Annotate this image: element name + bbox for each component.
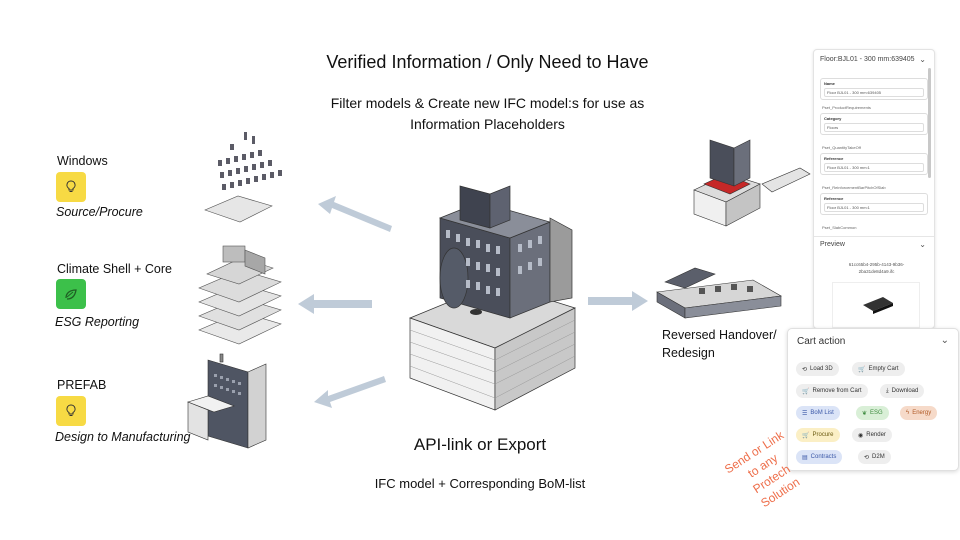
group-title: Pset_QuantityTakeOff — [822, 145, 861, 150]
climate-badge — [56, 279, 86, 309]
esg-button[interactable]: ❦ESG — [856, 406, 889, 420]
api-export-title: API-link or Export — [413, 435, 547, 454]
properties-panel[interactable]: Floor:BJL01 - 300 mm:639405 ⌄ Name Floor… — [813, 49, 935, 329]
render-button[interactable]: ◉Render — [852, 428, 892, 442]
windows-badge — [56, 172, 86, 202]
subtitle-line-2: Information Placeholders — [410, 116, 565, 132]
bom-list-button[interactable]: ☰BoM List — [796, 406, 840, 420]
group-title: Pset_ReinforcementBarPitchOfSlab — [822, 185, 886, 190]
cart-action-title: Cart action — [797, 336, 846, 347]
download-button[interactable]: ⤓Download — [880, 384, 925, 398]
category-field-value: Floors — [824, 123, 924, 132]
panel-divider — [814, 236, 934, 237]
lightbulb-icon — [66, 180, 76, 192]
chevron-down-icon[interactable]: ⌄ — [940, 335, 949, 346]
slab-preview-icon — [863, 297, 893, 314]
subtitle-line-1: Filter models & Create new IFC model:s f… — [330, 95, 645, 111]
document-icon: ▤ — [802, 454, 808, 461]
leaf-icon — [65, 289, 77, 300]
preview-thumbnail[interactable] — [832, 282, 920, 328]
contracts-button[interactable]: ▤Contracts — [796, 450, 843, 464]
group-title: Pset_ProductRequirements — [822, 105, 871, 110]
main-title: Verified Information / Only Need to Have — [326, 52, 649, 72]
load-icon: ⟲ — [864, 454, 870, 461]
category-field-label: Category — [824, 116, 842, 121]
d2m-button[interactable]: ⟲D2M — [858, 450, 891, 464]
subtitle: Filter models & Create new IFC model:s f… — [295, 93, 680, 135]
empty-cart-button[interactable]: 🛒Empty Cart — [852, 362, 905, 376]
arrow-to-prefab — [314, 376, 386, 408]
preview-file-id: 61cc65b4-295b-4143-9b36- 2ba31de8d4a9.if… — [834, 261, 919, 275]
arrow-to-handover — [588, 291, 648, 311]
name-field-label: Name — [824, 81, 835, 86]
panel-scrollbar[interactable] — [928, 68, 931, 178]
reference-field-label: Reference — [824, 156, 844, 161]
arrow-to-windows — [318, 196, 392, 232]
prefab-caption: Design to Manufacturing — [55, 430, 191, 444]
load-3d-button[interactable]: ⟲Load 3D — [796, 362, 839, 376]
prefab-model — [187, 353, 267, 449]
panel-header: Floor:BJL01 - 300 mm:639405 — [820, 56, 915, 63]
chevron-down-icon[interactable]: ⌄ — [919, 55, 926, 64]
download-icon: ⤓ — [886, 387, 889, 394]
handover-building-model — [693, 139, 811, 227]
climate-label: Climate Shell + Core — [57, 262, 172, 276]
redesign-floor-model — [656, 267, 782, 319]
remove-from-cart-button[interactable]: 🛒Remove from Cart — [796, 384, 868, 398]
windows-caption: Source/Procure — [56, 205, 143, 219]
list-icon: ☰ — [802, 410, 808, 417]
procure-button[interactable]: 🛒Procure — [796, 428, 840, 442]
handover-label-line-2: Redesign — [662, 346, 715, 360]
leaf-icon: ❦ — [862, 410, 868, 417]
bolt-icon: ϟ — [906, 410, 910, 416]
load-icon: ⟲ — [802, 366, 808, 373]
prefab-label: PREFAB — [57, 378, 107, 392]
handover-label: Reversed Handover/ Redesign — [662, 326, 777, 362]
reference-field-label: Reference — [824, 196, 844, 201]
climate-shell-model — [198, 245, 282, 345]
cart-action-panel: Cart action ⌄ ⟲Load 3D 🛒Empty Cart 🛒Remo… — [787, 328, 959, 471]
group-title: Pset_SlabCommon — [822, 225, 857, 230]
windows-label: Windows — [57, 154, 108, 168]
reference-field[interactable]: Reference Floor BJL01 - 300 mm:1 — [820, 153, 928, 175]
handover-label-line-1: Reversed Handover/ — [662, 328, 777, 342]
chevron-down-icon[interactable]: ⌄ — [919, 240, 926, 249]
preview-id-line-1: 61cc65b4-295b-4143-9b36- — [848, 262, 905, 267]
name-field-value: Floor BJL01 - 300 mm:639405 — [824, 88, 924, 97]
cart-icon: 🛒 — [802, 432, 810, 439]
arrow-to-climate — [298, 294, 372, 314]
reference-field-value: Floor BJL01 - 300 mm:1 — [824, 203, 924, 212]
windows-model — [204, 132, 282, 223]
cart-icon: 🛒 — [858, 366, 866, 373]
preview-label: Preview — [820, 241, 845, 248]
eye-icon: ◉ — [858, 432, 864, 439]
prefab-badge — [56, 396, 86, 426]
name-field[interactable]: Name Floor BJL01 - 300 mm:639405 — [820, 78, 928, 100]
central-building-model — [409, 185, 576, 411]
cart-icon: 🛒 — [802, 388, 810, 395]
api-export-subtitle: IFC model + Corresponding BoM-list — [374, 476, 586, 491]
reference-field[interactable]: Reference Floor BJL01 - 300 mm:1 — [820, 193, 928, 215]
reference-field-value: Floor BJL01 - 300 mm:1 — [824, 163, 924, 172]
preview-id-line-2: 2ba31de8d4a9.ifc — [858, 269, 895, 274]
lightbulb-icon — [66, 404, 76, 416]
climate-caption: ESG Reporting — [55, 315, 140, 329]
category-field[interactable]: Category Floors — [820, 113, 928, 135]
